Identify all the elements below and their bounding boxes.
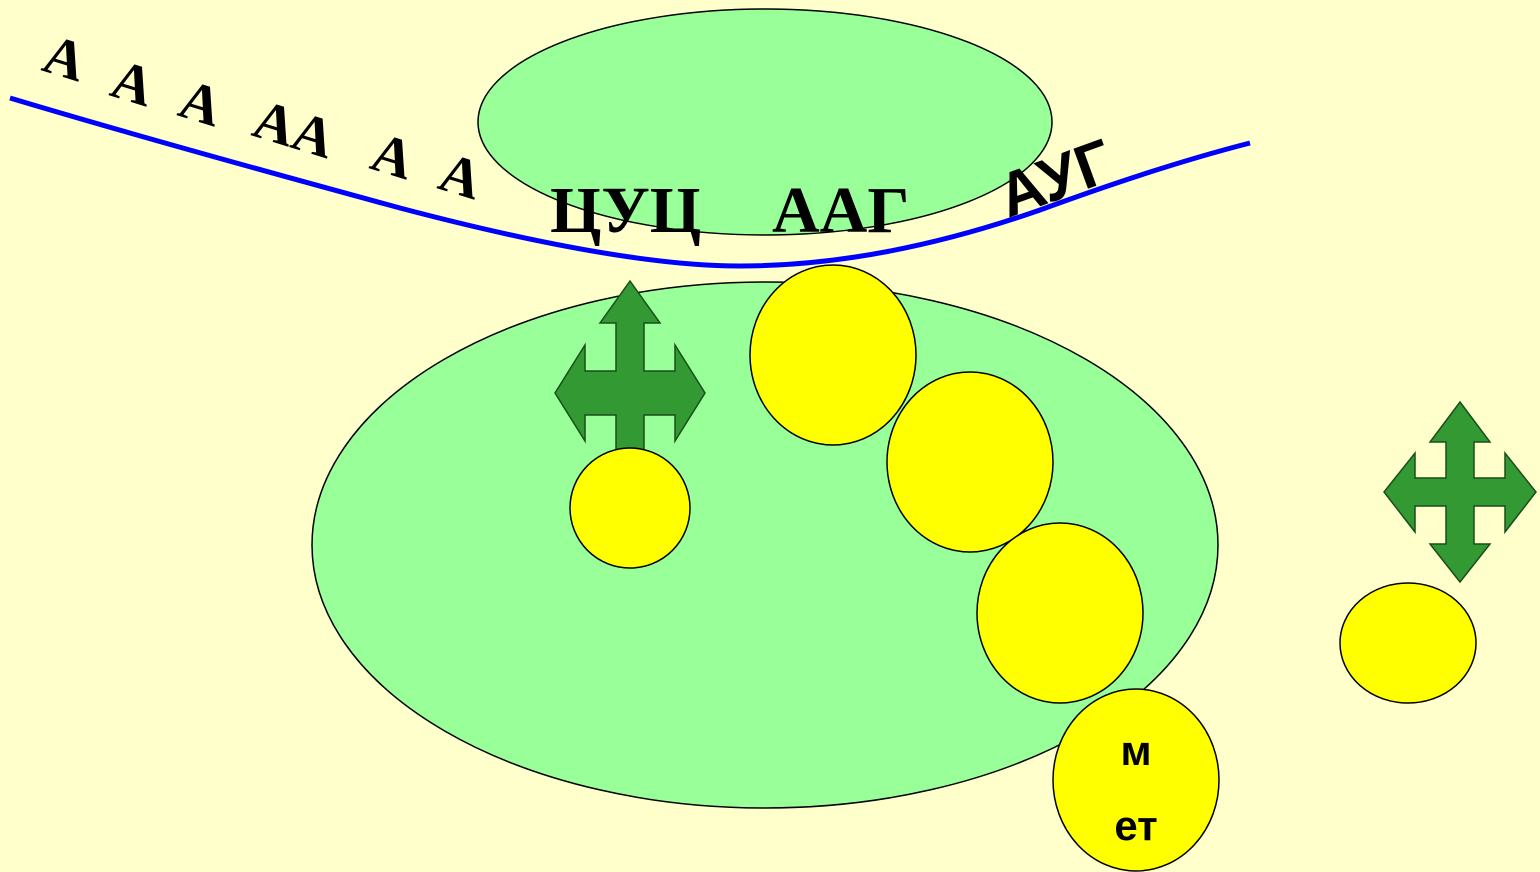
codon-2: ААГ (772, 174, 909, 247)
amino-acid-ball (569, 447, 691, 569)
methionine-label-line1: м (1120, 727, 1151, 774)
mrna-strand (9, 95, 1251, 269)
amino-acid-ball (886, 371, 1054, 553)
small-ribosome-subunit (477, 8, 1053, 236)
amino-acid-ball (749, 264, 917, 446)
methionine-label-line2: ет (1114, 802, 1157, 849)
four-way-arrow-icon (1383, 400, 1537, 584)
codon-1: ЦУЦ (550, 174, 701, 247)
methionine-ball (1052, 688, 1220, 872)
amino-acid-ball (976, 522, 1144, 704)
amino-acid-ball (1339, 582, 1477, 704)
